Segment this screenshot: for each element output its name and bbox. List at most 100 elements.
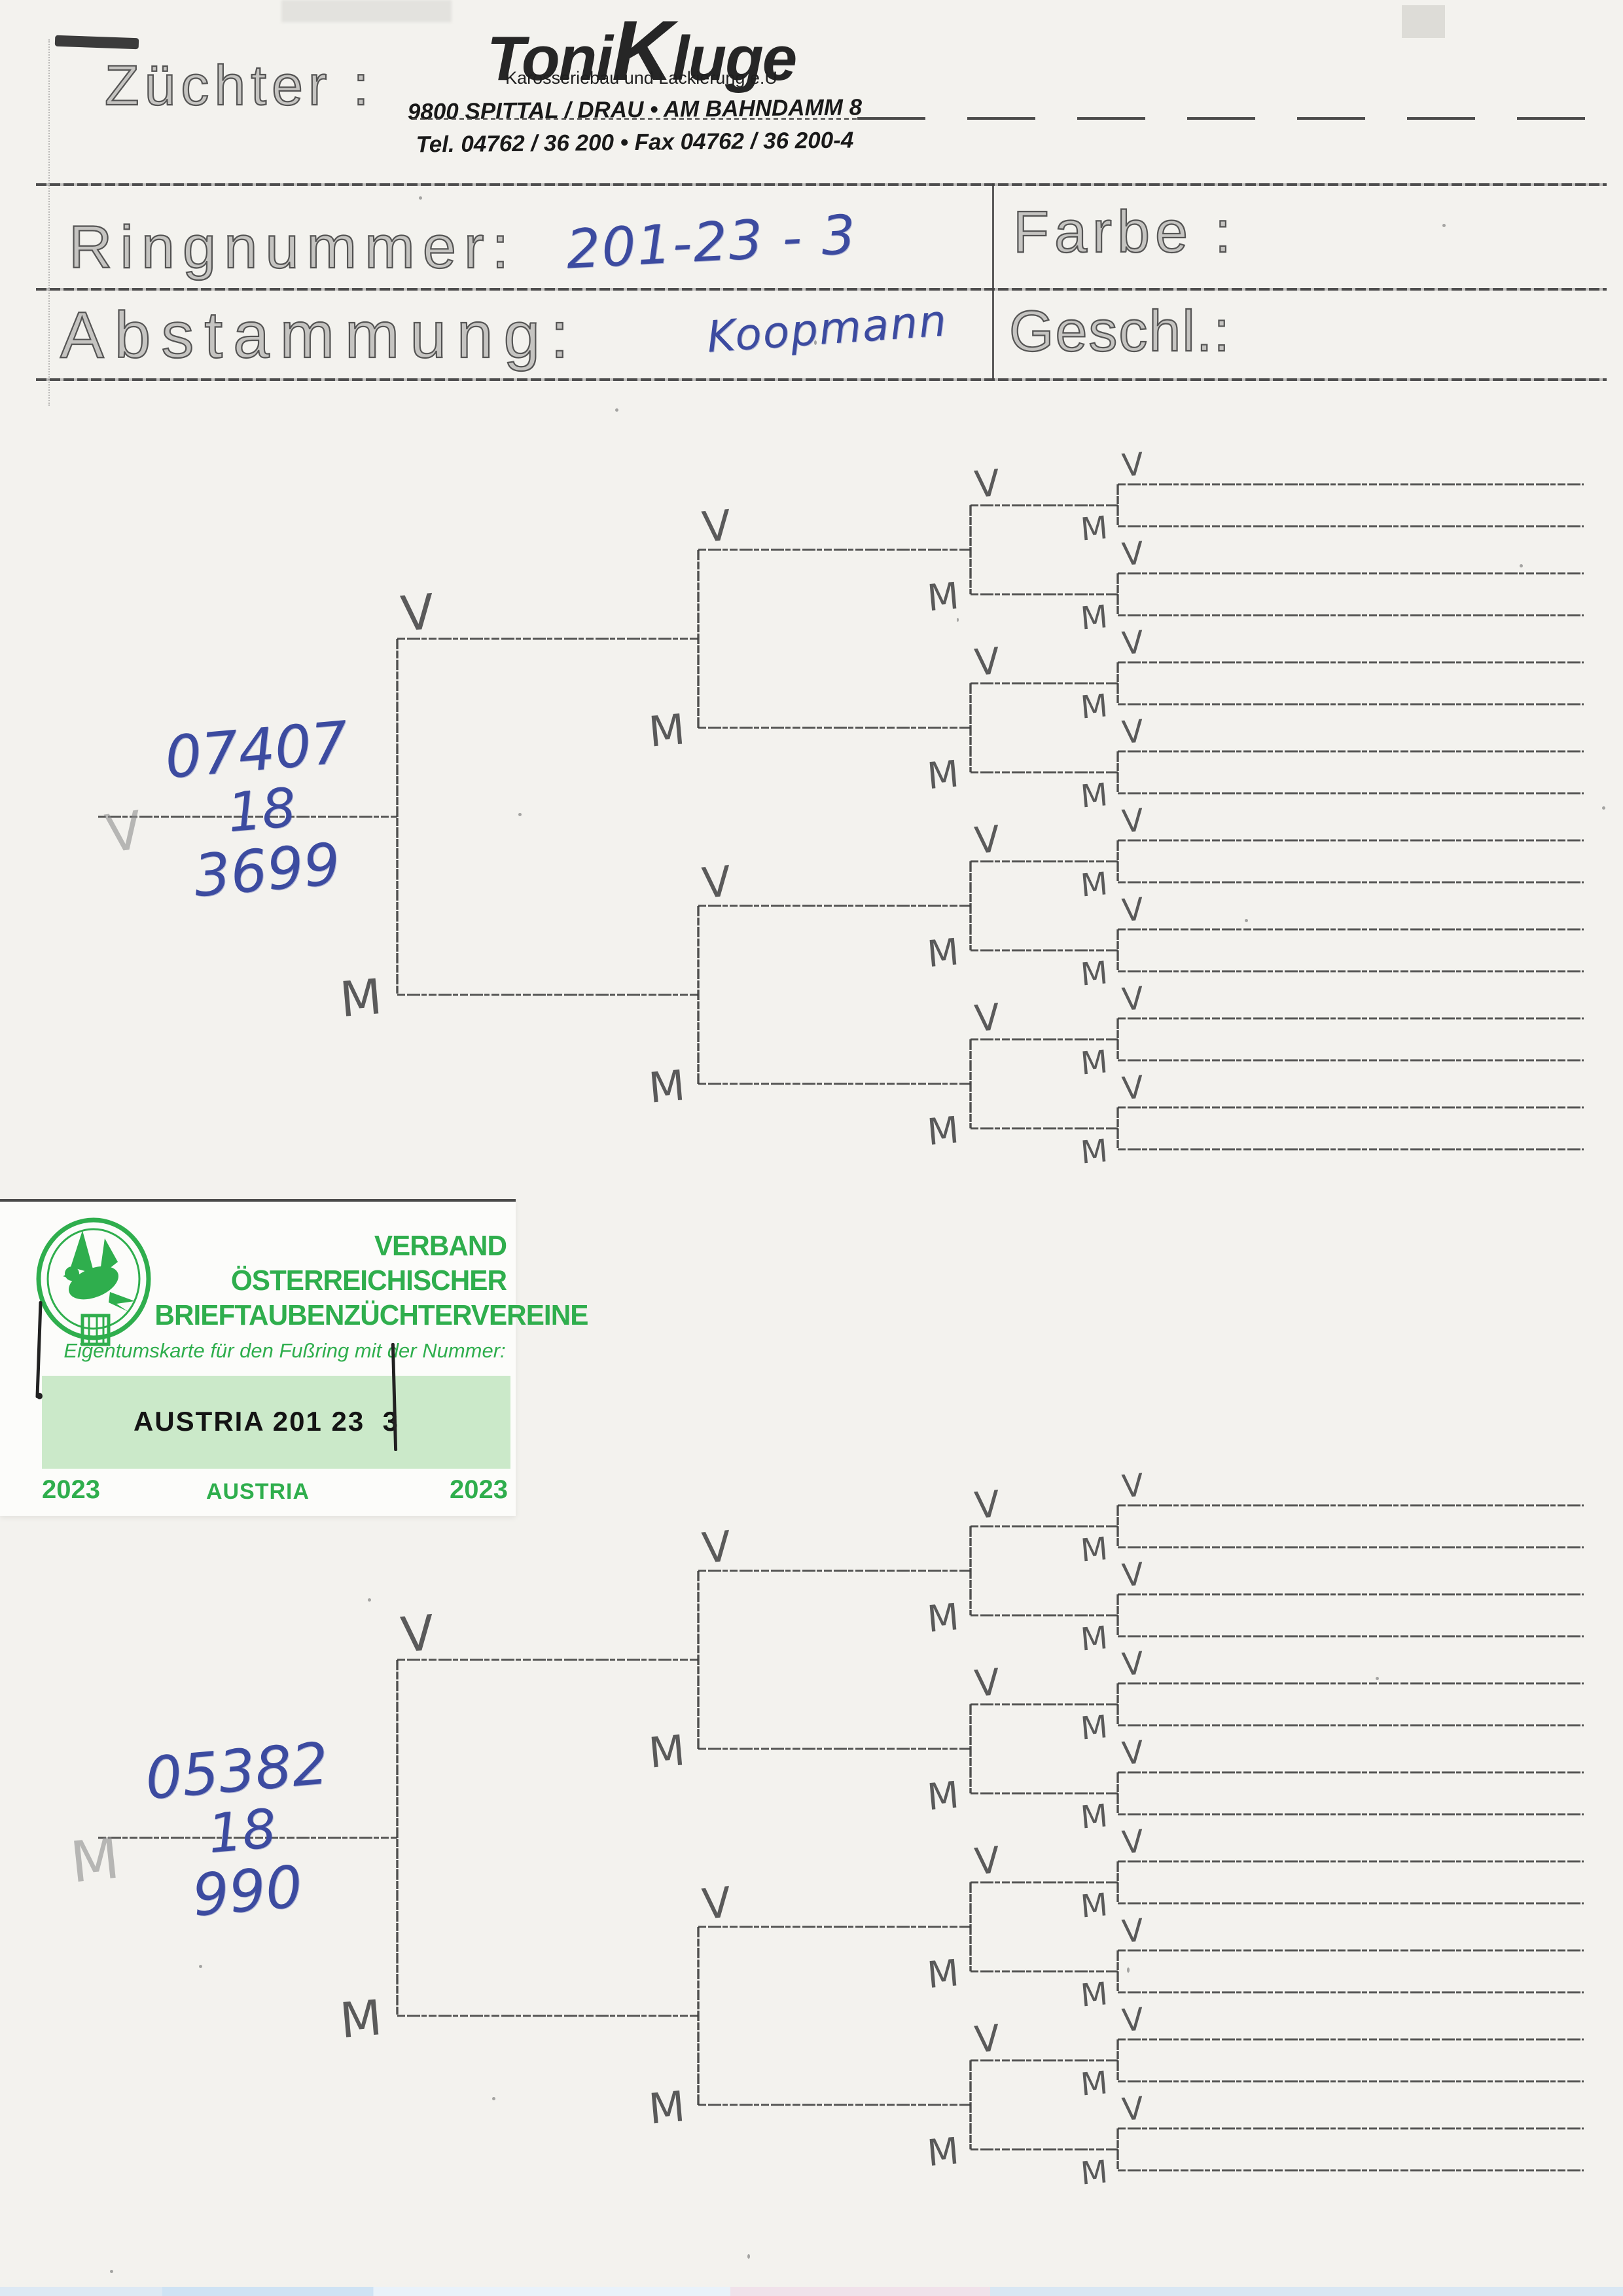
sex-label-m: M: [925, 1952, 961, 1997]
sex-label-m: M: [338, 1990, 384, 2049]
pigeon-logo: [36, 1217, 151, 1346]
sex-label-m: M: [925, 575, 961, 620]
sex-label-v: V: [1120, 891, 1145, 929]
scanner-edge-strip: [0, 2287, 1623, 2296]
ownership-sticker: VERBAND ÖSTERREICHISCHER BRIEFTAUBENZÜCH…: [0, 1199, 588, 1516]
mother-ring-line1: 05382: [142, 1729, 331, 1813]
zuechter-label: Züchter :: [104, 54, 374, 117]
sex-label-v: V: [973, 1839, 1002, 1884]
sex-label-v: V: [1120, 1645, 1145, 1683]
sticker-note: Eigentumskarte für den Fußring mit der N…: [63, 1339, 506, 1362]
sex-label-v: V: [973, 462, 1002, 507]
abstammung-label: Abstammung:: [60, 298, 579, 372]
sex-label-m: M: [925, 1774, 961, 1819]
sex-label-m: M: [925, 1109, 961, 1154]
sex-label-v: V: [1120, 1556, 1145, 1594]
sex-label-v: V: [1120, 1823, 1145, 1861]
sex-label-m: M: [647, 1727, 687, 1778]
father-ring-line1: 07407: [162, 708, 351, 792]
sex-label-v: V: [1120, 1734, 1145, 1772]
scan-ghost-mark: [1402, 5, 1445, 38]
sex-label-v: V: [399, 1605, 437, 1664]
header-rule-dashed: [857, 117, 1603, 120]
association-name: VERBAND ÖSTERREICHISCHER BRIEFTAUBENZÜCH…: [154, 1229, 588, 1333]
sex-label-m: M: [1079, 954, 1109, 993]
sex-label-v: V: [1120, 1069, 1145, 1107]
sex-label-v: V: [1120, 980, 1145, 1018]
sex-label-m: M: [1079, 2153, 1109, 2192]
logo-part-k: K: [611, 3, 673, 98]
ring-number-band: AUSTRIA 201 23 3: [42, 1376, 510, 1469]
geschl-label: Geschl.:: [1008, 298, 1231, 363]
company-logo: ToniKluge: [452, 1, 831, 99]
sex-label-v: V: [700, 501, 733, 552]
sex-label-v: V: [1120, 2090, 1145, 2128]
sex-label-v: V: [700, 1522, 733, 1573]
association-line3: BRIEFTAUBENZÜCHTERVEREINE: [154, 1299, 588, 1331]
sex-label-v: V: [1120, 802, 1145, 840]
sex-label-m: M: [925, 753, 961, 798]
association-line1: VERBAND: [374, 1230, 507, 1262]
sex-label-m: M: [1079, 509, 1109, 548]
sex-label-m: M: [338, 969, 384, 1028]
logo-part-toni: Toni: [486, 24, 613, 94]
sex-label-m: M: [925, 1596, 961, 1641]
form-line-middle: [36, 288, 1607, 291]
sex-label-v: V: [1120, 1467, 1145, 1505]
sex-label-m: M: [647, 2083, 687, 2134]
scan-ghost-text: [281, 0, 452, 22]
sex-label-v: V: [973, 1661, 1002, 1706]
sex-label-m: M: [1079, 687, 1109, 726]
sex-label-v: V: [973, 640, 1002, 685]
sex-label-m: M: [925, 2130, 961, 2175]
logo-subtitle: Karosseriebau und Lackierung e.U: [505, 68, 777, 88]
sex-label-v: V: [1120, 446, 1145, 484]
country-label: AUSTRIA: [205, 1479, 310, 1504]
mother-sex-label: M: [67, 1825, 123, 1896]
sex-label-v: V: [399, 584, 437, 643]
form-column-divider: [992, 183, 994, 380]
sex-label-v: V: [1120, 535, 1145, 573]
sex-label-v: V: [973, 996, 1002, 1041]
sex-label-m: M: [1079, 1132, 1109, 1171]
mother-ring-number: 05382 18 990: [127, 1729, 357, 1929]
farbe-label: Farbe :: [1012, 200, 1237, 265]
sex-label-m: M: [925, 931, 961, 976]
sex-label-m: M: [1079, 1619, 1109, 1658]
ringnummer-label: Ringnummer:: [68, 214, 517, 281]
ring-number-value: AUSTRIA 201 23 3: [134, 1406, 399, 1437]
sex-label-m: M: [1079, 2064, 1109, 2103]
sex-label-v: V: [700, 1878, 733, 1929]
sex-label-m: M: [1079, 598, 1109, 637]
form-line-bottom: [36, 378, 1607, 381]
sex-label-m: M: [1079, 776, 1109, 815]
sex-label-m: M: [1079, 1708, 1109, 1747]
year-right: 2023: [450, 1475, 508, 1504]
sex-label-m: M: [1079, 1797, 1109, 1836]
sex-label-m: M: [647, 706, 687, 757]
sex-label-v: V: [700, 857, 733, 908]
form-line-top: [36, 183, 1607, 186]
sex-label-m: M: [1079, 1530, 1109, 1569]
sex-label-v: V: [973, 2017, 1002, 2062]
logo-part-luge: luge: [671, 24, 797, 94]
father-sex-label: V: [101, 799, 146, 865]
pin-head-left: [37, 1393, 43, 1399]
pigeon-silhouette: [63, 1230, 135, 1312]
sex-label-m: M: [1079, 865, 1109, 904]
sex-label-v: V: [1120, 2001, 1145, 2039]
sex-label-m: M: [647, 1062, 687, 1113]
sex-label-m: M: [1079, 1043, 1109, 1082]
sex-label-m: M: [1079, 1886, 1109, 1925]
header-rule-dotted: [412, 118, 857, 120]
sex-label-v: V: [1120, 713, 1145, 751]
sex-label-v: V: [973, 818, 1002, 863]
father-ring-number: 07407 18 3699: [147, 708, 377, 910]
sex-label-v: V: [1120, 624, 1145, 662]
sex-label-v: V: [973, 1483, 1002, 1528]
association-line2: ÖSTERREICHISCHER: [230, 1264, 507, 1297]
